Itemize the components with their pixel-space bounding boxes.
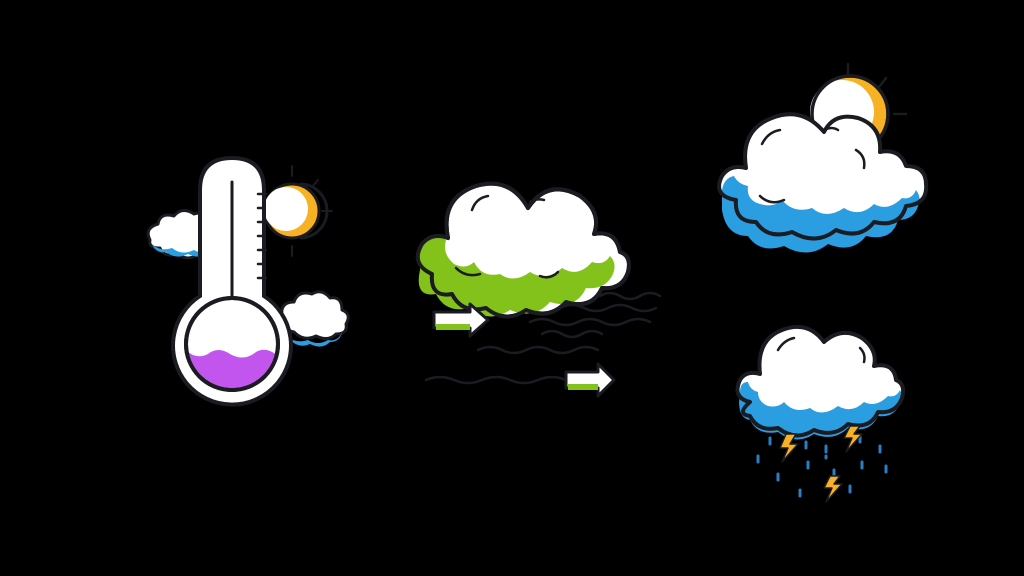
sun-icon xyxy=(263,165,333,257)
thermometer-liquid xyxy=(188,349,276,388)
cloud-icon xyxy=(717,112,929,253)
lightning-icon xyxy=(823,475,843,503)
wind-arrow-icon xyxy=(432,302,490,338)
cloud-icon xyxy=(415,181,631,319)
thermometer-icon xyxy=(171,155,293,407)
lightning-icon xyxy=(843,425,863,453)
rain-drops xyxy=(756,434,888,498)
small-cloud-icon xyxy=(280,290,350,347)
storm-cloud-icon xyxy=(735,325,906,440)
lightning-icon xyxy=(779,433,799,463)
wind-arrow-icon xyxy=(564,362,616,398)
